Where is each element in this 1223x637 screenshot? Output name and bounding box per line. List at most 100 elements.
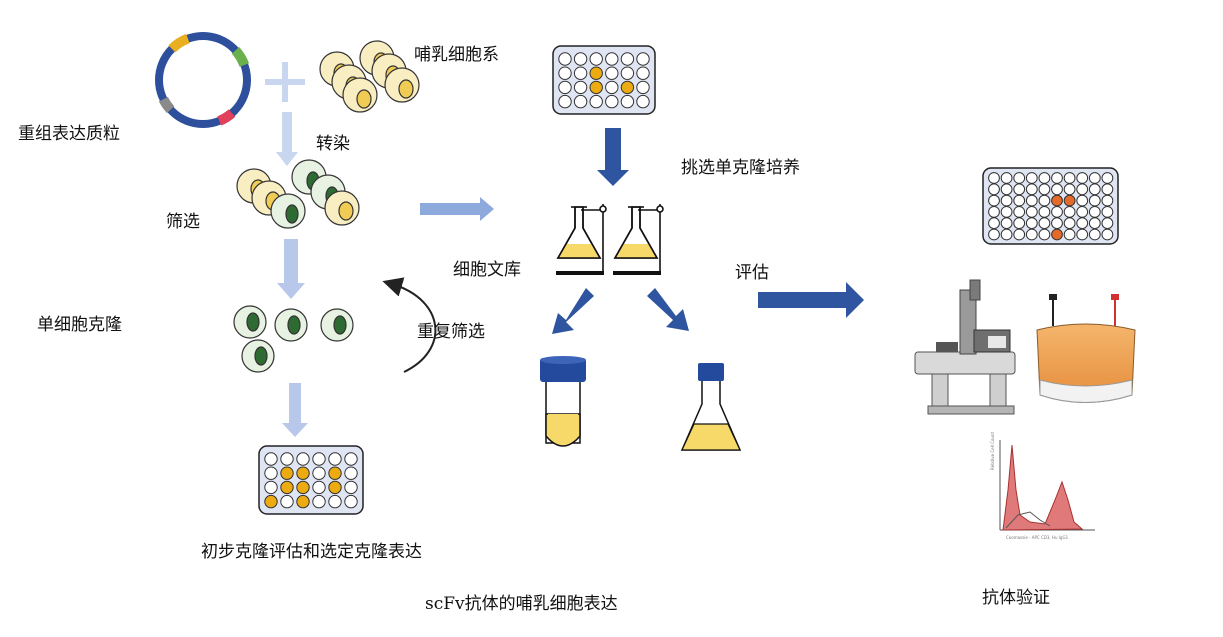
plate-well [264, 480, 278, 495]
plate-well [264, 466, 278, 480]
plate-well [1076, 217, 1089, 230]
plate-well [280, 452, 294, 466]
plate-well [573, 80, 588, 95]
plate-well [636, 52, 650, 66]
plate-well [328, 466, 342, 480]
svg-text:Relative Cell Count: Relative Cell Count [990, 432, 995, 470]
plate-well [1025, 228, 1038, 241]
microscope-icon [914, 279, 1016, 415]
plate-well [1000, 206, 1013, 218]
plate-well [589, 94, 603, 109]
plate-well [1088, 228, 1101, 241]
plate-well [988, 228, 1000, 241]
plate-well [620, 52, 635, 66]
plate-well [1088, 172, 1101, 184]
plate-well [1038, 194, 1051, 207]
plate-well [1076, 206, 1089, 218]
plate-well [605, 94, 619, 109]
plate-well [1038, 183, 1051, 196]
plate-well [573, 52, 588, 66]
plate-well [280, 494, 294, 509]
transfected-cells-icon [236, 159, 360, 229]
plate-well [1051, 194, 1063, 207]
flow-cytometry-histogram-icon: Relative Cell Count Coomassie - APC CD3,… [990, 432, 1095, 540]
plate-well [1101, 206, 1114, 218]
clone-plate-icon [258, 445, 364, 515]
plate-well [312, 494, 326, 509]
plate-well [636, 80, 650, 95]
plate-well [344, 480, 358, 495]
plate-well [988, 217, 1000, 230]
culture-flask-icon [680, 363, 742, 451]
plate-well [1013, 194, 1026, 207]
plate-well [1000, 183, 1013, 196]
plate-well [558, 80, 572, 95]
plate-well [296, 466, 310, 480]
plate-well [558, 52, 572, 66]
plate-well [589, 52, 603, 66]
mammalian-cells-icon [319, 40, 420, 113]
plate-well [296, 480, 310, 495]
plate-well [1013, 217, 1026, 230]
plate-well [636, 66, 650, 80]
library-plate-icon [552, 45, 656, 115]
plate-well [1025, 206, 1038, 218]
plate-well [1000, 228, 1013, 241]
to-flask-arrow [647, 288, 689, 331]
plate-well [312, 480, 326, 495]
plate-well [988, 206, 1000, 218]
plate-well [1051, 228, 1063, 241]
evaluate-label: 评估 [735, 263, 769, 283]
initial-eval-label: 初步克隆评估和选定克隆表达 [201, 542, 422, 562]
plate-well [1038, 228, 1051, 241]
plate-well [1101, 217, 1114, 230]
plate-well [1088, 183, 1101, 196]
plate-well [280, 466, 294, 480]
culture-tube-icon [540, 356, 586, 447]
plate-well [605, 66, 619, 80]
plate-well [1013, 206, 1026, 218]
plate-well [620, 94, 635, 109]
plasmid-label: 重组表达质粒 [18, 124, 120, 144]
plus-icon [265, 62, 305, 102]
erlenmeyer-flask-icon [556, 204, 664, 275]
plate-well [264, 452, 278, 466]
plate-well [636, 94, 650, 109]
screening-label: 筛选 [166, 212, 200, 232]
plate-well [573, 66, 588, 80]
plate-well [558, 66, 572, 80]
repeat-screening-label: 重复筛选 [417, 322, 485, 342]
plate-well [1051, 217, 1063, 230]
plate-well [620, 80, 635, 95]
validation-plate-icon [982, 167, 1119, 245]
plate-well [1101, 172, 1114, 184]
plate-well [1088, 217, 1101, 230]
repeat-screening-arrow [382, 277, 437, 373]
cell-line-label: 哺乳细胞系 [414, 45, 499, 65]
pick-clone-label: 挑选单克隆培养 [681, 158, 800, 178]
plate-well [344, 466, 358, 480]
plate-well [1025, 183, 1038, 196]
plate-well [1051, 206, 1063, 218]
plate-well [1076, 228, 1089, 241]
plate-well [296, 494, 310, 509]
plate-well [620, 66, 635, 80]
plate-well [328, 494, 342, 509]
plate-well [1063, 206, 1076, 218]
plate-well [988, 183, 1000, 196]
plate-well [344, 494, 358, 509]
plate-well [344, 452, 358, 466]
plate-well [1038, 206, 1051, 218]
plate-well [1101, 194, 1114, 207]
plasmid-icon [155, 32, 251, 128]
library-label: 细胞文库 [453, 260, 521, 280]
plate-well [1088, 206, 1101, 218]
plate-well [1013, 183, 1026, 196]
plate-well [1000, 172, 1013, 184]
transfection-arrow [276, 112, 298, 166]
plate-well [328, 480, 342, 495]
plate-well [328, 452, 342, 466]
plate-well [589, 66, 603, 80]
pick-clone-arrow [597, 128, 629, 186]
